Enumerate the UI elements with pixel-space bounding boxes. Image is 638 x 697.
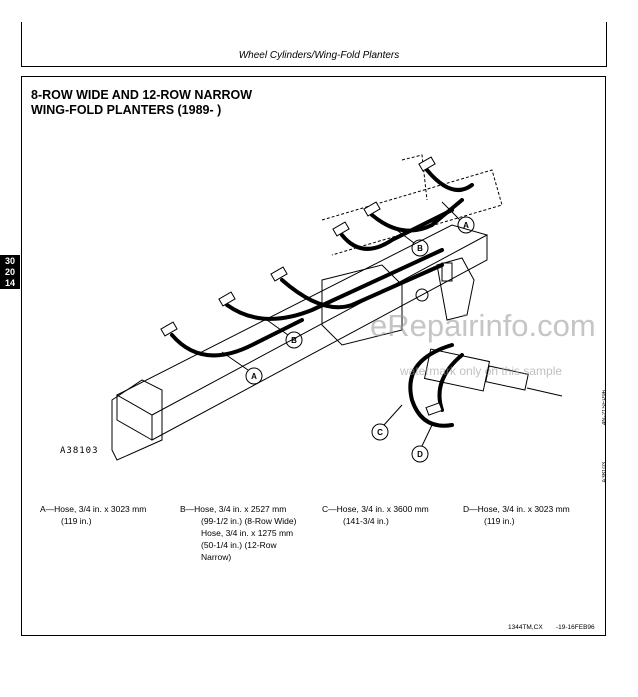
caption-d: D—Hose, 3/4 in. x 3023 mm (119 in.)	[463, 503, 570, 527]
callout-label: B	[291, 336, 297, 345]
header-rule	[21, 66, 607, 67]
caption-b-line4: (50-1/4 in.) (12-Row	[201, 540, 277, 550]
hose-routing-illustration: A B B A C D	[111, 154, 563, 463]
caption-a: A—Hose, 3/4 in. x 3023 mm (119 in.)	[40, 503, 146, 527]
callout-label: A	[251, 372, 257, 381]
header-left-rule	[21, 22, 22, 66]
caption-b: B—Hose, 3/4 in. x 2527 mm (99-1/2 in.) (…	[180, 503, 296, 563]
callout-label: C	[377, 428, 383, 437]
side-code-2: A38103	[602, 462, 608, 483]
footer-doc-code: 1344TM,CX	[508, 624, 543, 631]
section-title-line2: WING-FOLD PLANTERS (1989- )	[31, 103, 222, 117]
callout-label: A	[463, 221, 469, 230]
content-frame	[21, 76, 606, 636]
caption-a-line1: A—Hose, 3/4 in. x 3023 mm	[40, 504, 147, 514]
tab-line3: 14	[4, 278, 15, 288]
watermark-subtext: watermark only on this sample	[400, 364, 563, 378]
caption-d-line1: D—Hose, 3/4 in. x 3023 mm	[463, 504, 570, 514]
tab-line2: 20	[4, 267, 15, 277]
callout-label: D	[417, 450, 423, 459]
caption-a-line2: (119 in.)	[61, 516, 92, 526]
caption-b-line2: (99-1/2 in.) (8-Row Wide)	[201, 516, 297, 526]
header-right-rule	[606, 22, 607, 66]
caption-b-line1: B—Hose, 3/4 in. x 2527 mm	[180, 504, 287, 514]
caption-c-line2: (141-3/4 in.)	[343, 516, 389, 526]
callout-label: B	[417, 244, 423, 253]
caption-d-line2: (119 in.)	[484, 516, 515, 526]
caption-b-line3: Hose, 3/4 in. x 1275 mm	[201, 528, 294, 538]
footer-date-code: -19-16FEB96	[556, 624, 595, 631]
caption-c: C—Hose, 3/4 in. x 3600 mm (141-3/4 in.)	[322, 503, 429, 527]
section-title: 8-ROW WIDE AND 12-ROW NARROW WING-FOLD P…	[31, 88, 252, 118]
section-tab: 30 20 14	[0, 255, 20, 289]
section-title-line1: 8-ROW WIDE AND 12-ROW NARROW	[31, 88, 253, 102]
page-header-title: Wheel Cylinders/Wing-Fold Planters	[238, 50, 400, 61]
watermark-text: eRepairinfo.com	[370, 308, 596, 343]
side-code-1: 4N-21SEP96	[602, 390, 608, 426]
figure-reference: A38103	[60, 446, 99, 456]
caption-c-line1: C—Hose, 3/4 in. x 3600 mm	[322, 504, 429, 514]
caption-b-line5: Narrow)	[201, 552, 232, 562]
tab-line1: 30	[4, 256, 15, 266]
